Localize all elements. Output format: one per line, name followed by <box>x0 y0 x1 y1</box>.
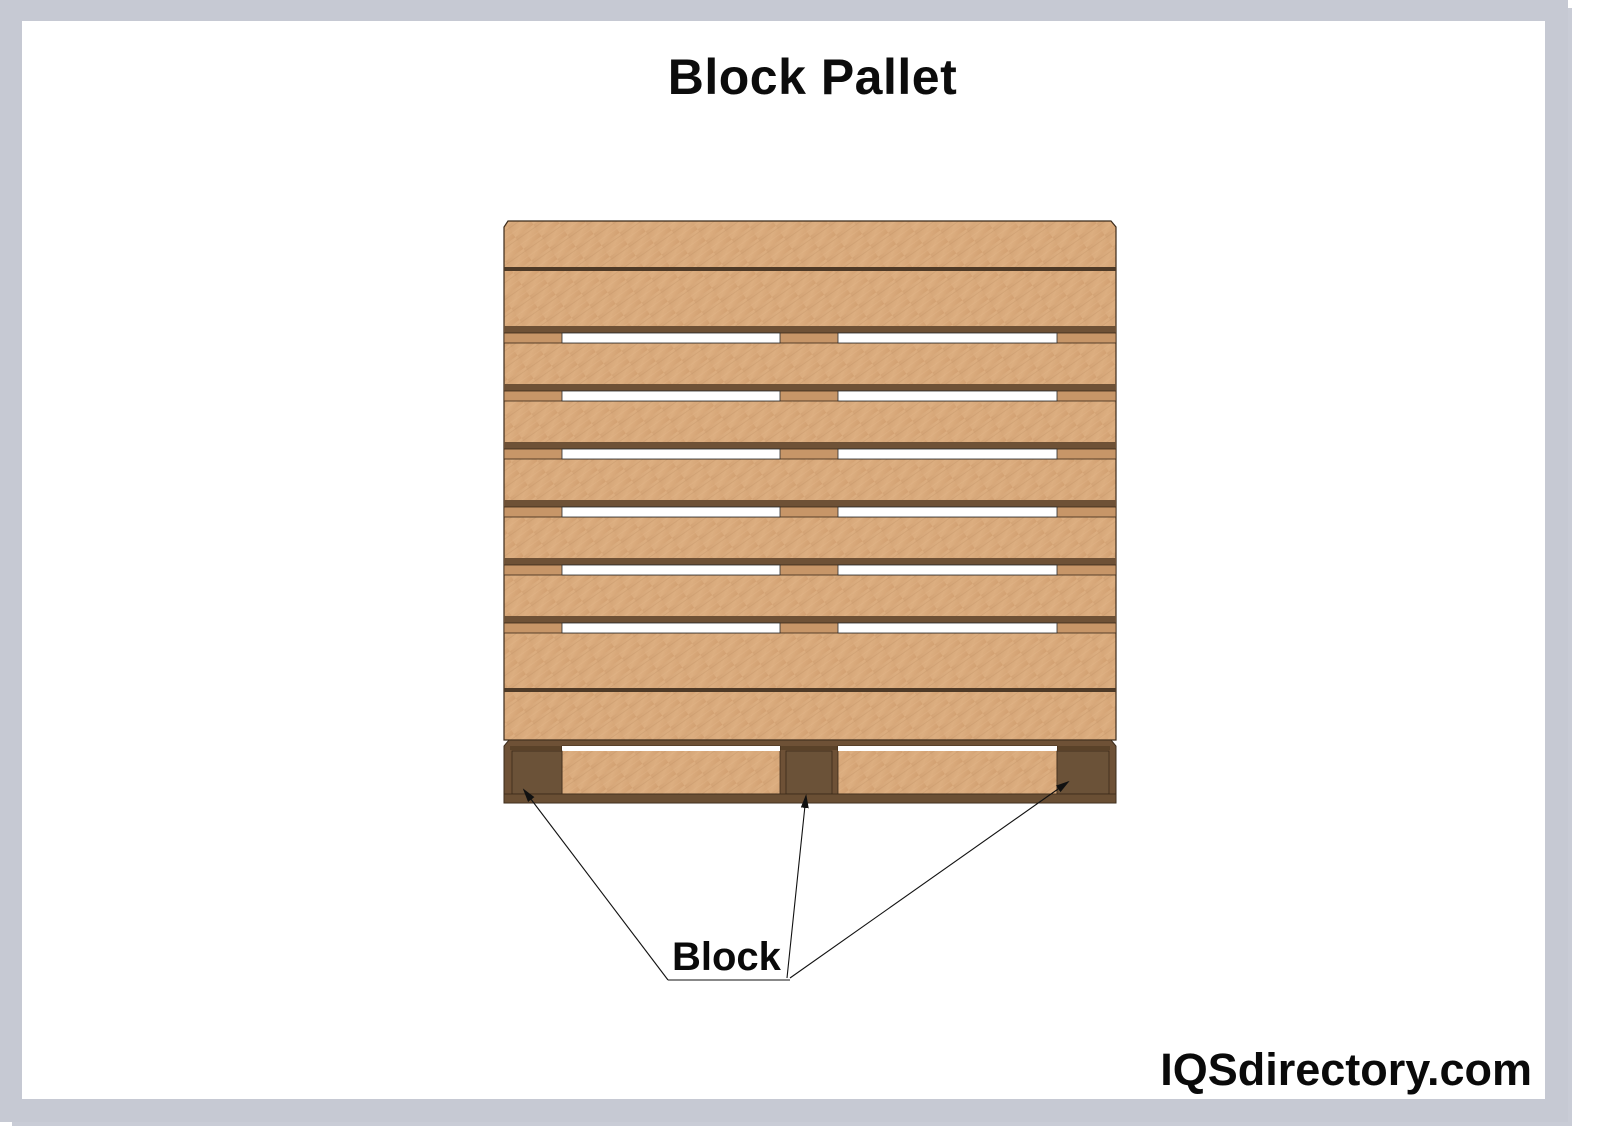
gap-row-1 <box>503 326 1117 344</box>
pallet-base <box>503 739 1117 804</box>
center-block <box>785 750 833 795</box>
gap-row-3 <box>503 442 1117 460</box>
gap-row-2 <box>503 384 1117 402</box>
block-callout-label: Block <box>672 935 781 979</box>
gap-row-5 <box>503 558 1117 576</box>
callout-arrows <box>522 780 1070 981</box>
gap-row-4 <box>503 500 1117 518</box>
right-block <box>1056 750 1110 795</box>
gap-row-6 <box>503 616 1117 634</box>
diagram-title: Block Pallet <box>667 49 958 105</box>
left-block <box>511 750 563 795</box>
pallet-deck <box>503 220 1117 741</box>
watermark: IQSdirectory.com <box>1160 1044 1532 1095</box>
